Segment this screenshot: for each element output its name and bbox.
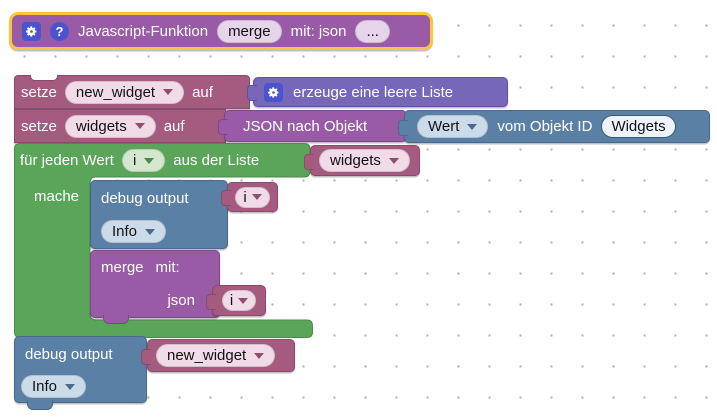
- variable-dropdown[interactable]: new_widget: [64, 80, 185, 104]
- from-list-label: aus der Liste: [173, 152, 260, 169]
- foreach-label: für jeden Wert: [20, 152, 114, 169]
- block-debug-output-loop[interactable]: debug output Info: [90, 180, 228, 249]
- chevron-down-icon: [238, 297, 249, 304]
- debug-label: debug output: [101, 189, 189, 207]
- chevron-down-icon: [145, 228, 156, 235]
- block-merge-call[interactable]: merge mit: json: [90, 250, 220, 324]
- block-variable-getter-i[interactable]: i: [206, 285, 266, 316]
- chevron-down-icon: [388, 157, 399, 164]
- object-id-field[interactable]: Widgets: [601, 115, 676, 138]
- function-title-label: Javascript-Funktion: [78, 22, 209, 40]
- block-json-to-object[interactable]: JSON nach Objekt: [218, 110, 407, 142]
- function-name-field[interactable]: merge: [217, 19, 282, 43]
- from-object-id-label: vom Objekt ID: [497, 118, 593, 135]
- variable-dropdown[interactable]: i: [221, 290, 257, 311]
- block-set-new-widget[interactable]: setze new_widget auf: [14, 75, 250, 109]
- json-to-object-label: JSON nach Objekt: [243, 117, 368, 135]
- variable-dropdown[interactable]: new_widget: [156, 344, 276, 367]
- block-variable-getter-widgets[interactable]: widgets: [304, 145, 420, 176]
- gear-icon: [268, 86, 279, 98]
- merge-with-label: mit:: [155, 259, 180, 276]
- to-label: auf: [192, 83, 213, 101]
- function-with-label: mit: json: [290, 22, 347, 40]
- block-variable-getter-i[interactable]: i: [221, 182, 278, 212]
- gear-icon: [26, 25, 37, 37]
- variable-dropdown[interactable]: i: [235, 186, 270, 208]
- set-label: setze: [21, 83, 57, 101]
- loop-variable-dropdown[interactable]: i: [121, 149, 166, 172]
- gear-icon[interactable]: [264, 82, 283, 102]
- log-level-dropdown[interactable]: Info: [101, 220, 167, 243]
- set-label: setze: [21, 117, 57, 135]
- log-level-dropdown[interactable]: Info: [21, 375, 87, 398]
- chevron-down-icon: [254, 352, 265, 359]
- block-set-widgets[interactable]: setze widgets auf: [14, 109, 226, 143]
- block-get-object-value[interactable]: Wert vom Objekt ID Widgets: [398, 110, 710, 143]
- chevron-down-icon: [134, 123, 145, 129]
- gear-icon[interactable]: [22, 21, 41, 41]
- function-params-field[interactable]: ...: [355, 19, 390, 43]
- block-debug-output-final[interactable]: debug output Info: [14, 336, 147, 410]
- block-function-definition[interactable]: ? Javascript-Funktion merge mit: json ..…: [9, 12, 433, 50]
- chevron-down-icon: [144, 157, 155, 164]
- to-label: auf: [163, 117, 185, 135]
- debug-label: debug output: [25, 345, 113, 363]
- chevron-down-icon: [467, 123, 478, 130]
- create-list-label: erzeuge eine leere Liste: [293, 83, 454, 101]
- block-variable-getter-new-widget[interactable]: new_widget: [141, 339, 295, 372]
- variable-dropdown[interactable]: widgets: [64, 114, 156, 138]
- attribute-dropdown[interactable]: Wert: [417, 115, 489, 138]
- do-label: mache: [34, 188, 80, 205]
- top-notch: [30, 75, 58, 81]
- chevron-down-icon: [251, 194, 262, 200]
- block-foreach-header[interactable]: für jeden Wert i aus der Liste: [14, 143, 310, 178]
- variable-dropdown[interactable]: widgets: [319, 149, 410, 172]
- chevron-down-icon: [163, 89, 174, 95]
- merge-param-label: json: [167, 292, 195, 309]
- block-foreach-loop[interactable]: [14, 143, 314, 339]
- block-create-empty-list[interactable]: erzeuge eine leere Liste: [247, 77, 508, 107]
- merge-name-label: merge: [101, 259, 144, 276]
- help-icon[interactable]: ?: [50, 21, 69, 41]
- chevron-down-icon: [65, 383, 76, 390]
